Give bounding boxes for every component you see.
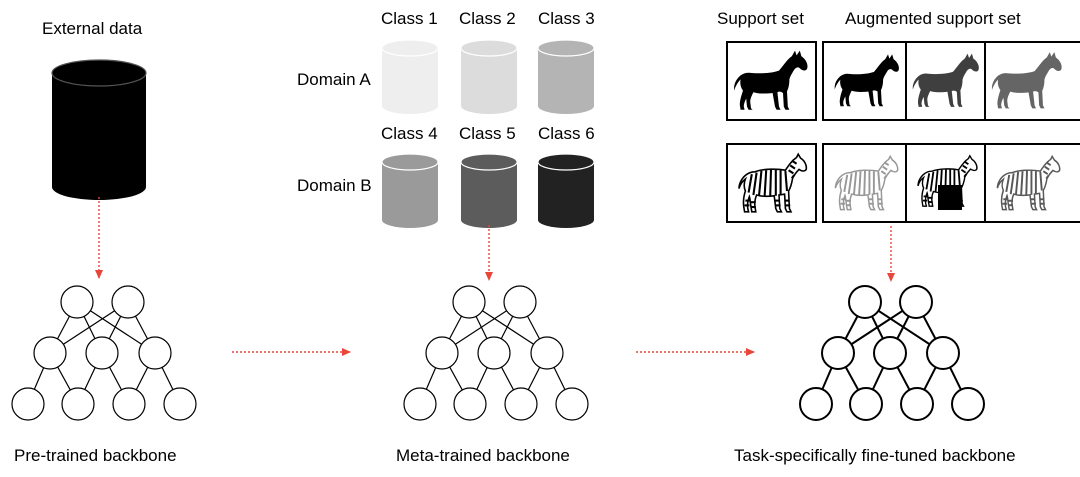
network-node [555, 387, 589, 421]
network-1 [11, 285, 197, 421]
class-6-cylinder [537, 153, 595, 228]
network-node [452, 285, 486, 319]
flow-arrows [95, 197, 895, 356]
network-node [33, 336, 67, 370]
class-6-label: Class 6 [538, 124, 595, 143]
meta-trained-backbone-caption: Meta-trained backbone [396, 446, 570, 465]
network-node [138, 336, 172, 370]
network-node [821, 336, 855, 370]
class-5-cylinder [460, 153, 518, 228]
network-2 [403, 285, 589, 421]
class-3-label: Class 3 [538, 9, 595, 28]
network-node [926, 336, 960, 370]
network-node [799, 387, 833, 421]
class-1-label: Class 1 [381, 9, 438, 28]
class-1-cylinder [381, 39, 439, 114]
network-node [425, 336, 459, 370]
pretrained-backbone-caption: Pre-trained backbone [14, 446, 177, 465]
network-node [848, 285, 882, 319]
network-node [85, 336, 119, 370]
network-3 [799, 285, 985, 421]
network-node [11, 387, 45, 421]
support-set-images [726, 41, 817, 223]
class-4-cylinder [381, 153, 439, 228]
network-node [849, 387, 883, 421]
network-node [453, 387, 487, 421]
domain-b-label: Domain B [297, 176, 372, 195]
network-node [111, 285, 145, 319]
network-node [504, 387, 538, 421]
finetuned-backbone-caption: Task-specifically fine-tuned backbone [734, 446, 1016, 465]
class-5-label: Class 5 [459, 124, 516, 143]
cutout-mask [938, 185, 962, 210]
augmented-support-set-images [822, 41, 1080, 223]
external-data-label: External data [42, 19, 143, 38]
network-node [403, 387, 437, 421]
network-node [899, 285, 933, 319]
network-node [951, 387, 985, 421]
class-cylinders [381, 39, 595, 228]
domain-a-label: Domain A [297, 70, 371, 89]
class-2-label: Class 2 [459, 9, 516, 28]
network-node [503, 285, 537, 319]
network-node [873, 336, 907, 370]
class-2-cylinder [460, 39, 518, 114]
network-node [61, 387, 95, 421]
network-node [163, 387, 197, 421]
backbone-networks [11, 285, 985, 421]
class-4-label: Class 4 [381, 124, 438, 143]
network-node [530, 336, 564, 370]
external-data-cylinder [51, 59, 147, 200]
support-set-label: Support set [717, 9, 804, 28]
augmented-support-set-label: Augmented support set [845, 9, 1021, 28]
class-3-cylinder [537, 39, 595, 114]
network-node [112, 387, 146, 421]
network-node [900, 387, 934, 421]
network-node [477, 336, 511, 370]
network-node [60, 285, 94, 319]
